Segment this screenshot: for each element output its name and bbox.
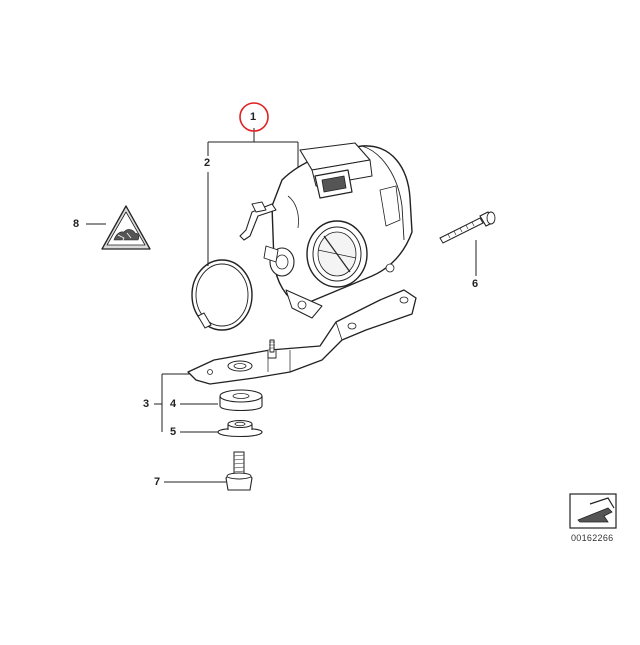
callout-6: 6 (472, 278, 479, 290)
bracket (187, 289, 417, 385)
callout-1-highlight-circle (239, 102, 269, 132)
callout-8: 8 (73, 218, 80, 230)
rubber-mount (219, 389, 263, 412)
warning-triangle-icon (101, 205, 151, 250)
bolt-long (439, 211, 496, 244)
callout-4: 4 (170, 398, 177, 410)
diagram-code: 00162266 (571, 533, 614, 543)
callout-5: 5 (170, 426, 177, 438)
view-direction-arrow-icon (569, 493, 617, 529)
callout-3: 3 (143, 398, 150, 410)
sealing-ring (191, 259, 253, 331)
callout-7: 7 (154, 476, 161, 488)
callout-2: 2 (204, 157, 211, 169)
throttle-housing (239, 142, 413, 319)
hex-bolt (225, 451, 253, 491)
callout-1: 1 (250, 111, 257, 123)
leader-lines (86, 128, 477, 483)
spacer-sleeve (217, 420, 263, 438)
